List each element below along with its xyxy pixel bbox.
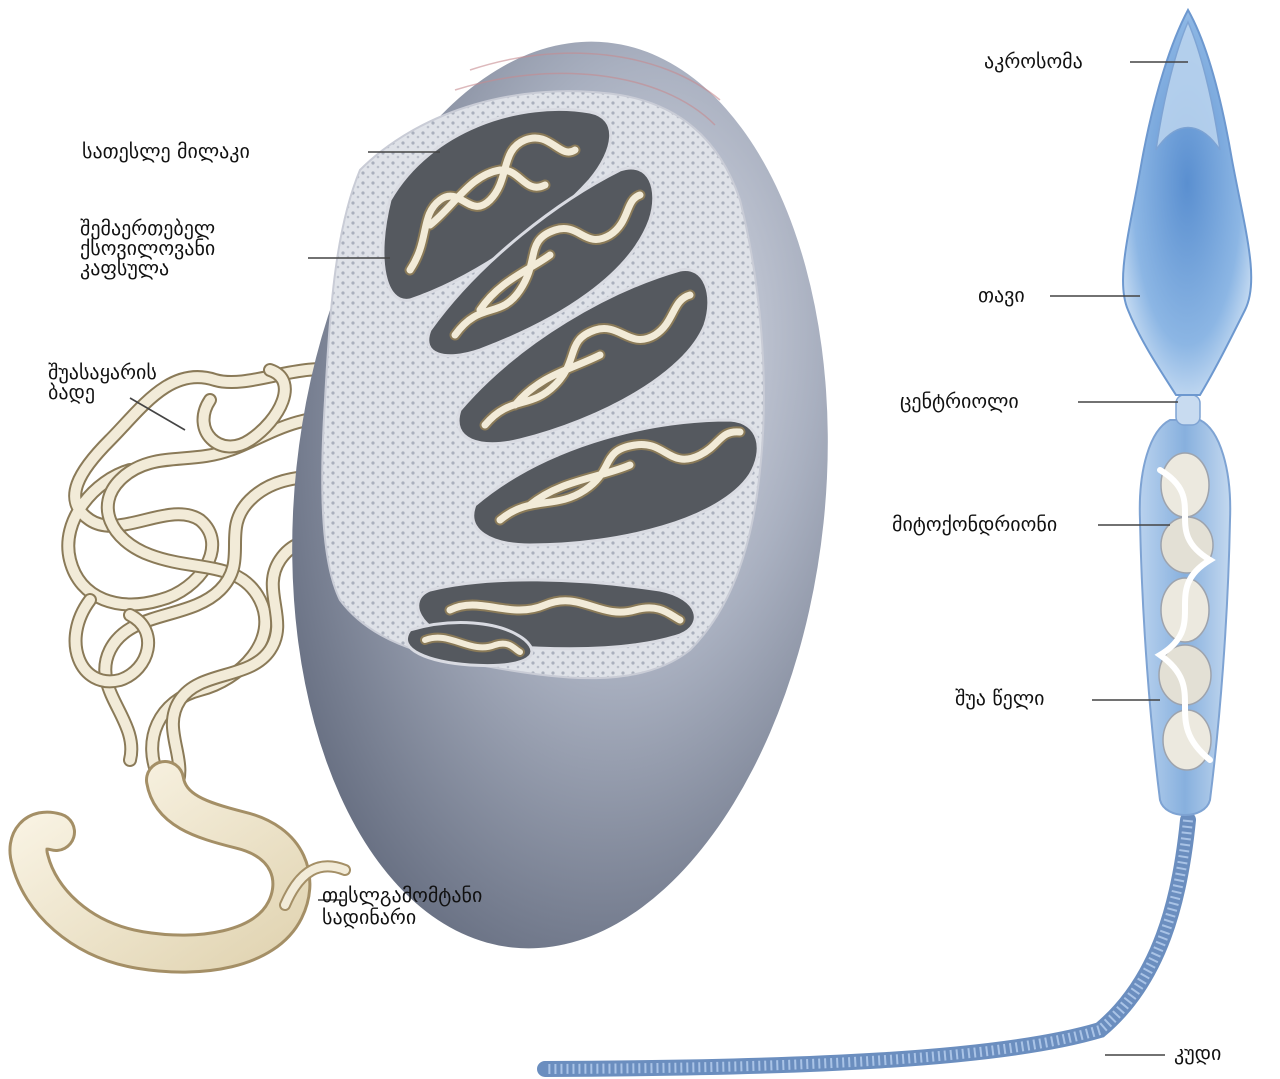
mitochondria-helix: [1159, 453, 1213, 770]
label-capsule: შემაერთებელ ქსოვილოვანი კაფსულა: [80, 218, 215, 278]
label-acrosome: აკროსომა: [984, 50, 1083, 72]
label-tail: კუდი: [1174, 1042, 1221, 1064]
label-head: თავი: [978, 284, 1025, 306]
label-centriole: ცენტრიოლი: [900, 390, 1019, 412]
vas-deferens-duct: [28, 780, 345, 954]
label-midpiece: შუა წელი: [955, 687, 1044, 709]
label-rete: შუასაყარის ბადე: [48, 362, 157, 402]
label-seminiferous-tubule: სათესლე მილაკი: [82, 140, 250, 162]
label-vas-deferens: თესლგამომტანი სადინარი: [322, 884, 482, 928]
label-mitochondria: მიტოქონდრიონი: [892, 513, 1057, 535]
